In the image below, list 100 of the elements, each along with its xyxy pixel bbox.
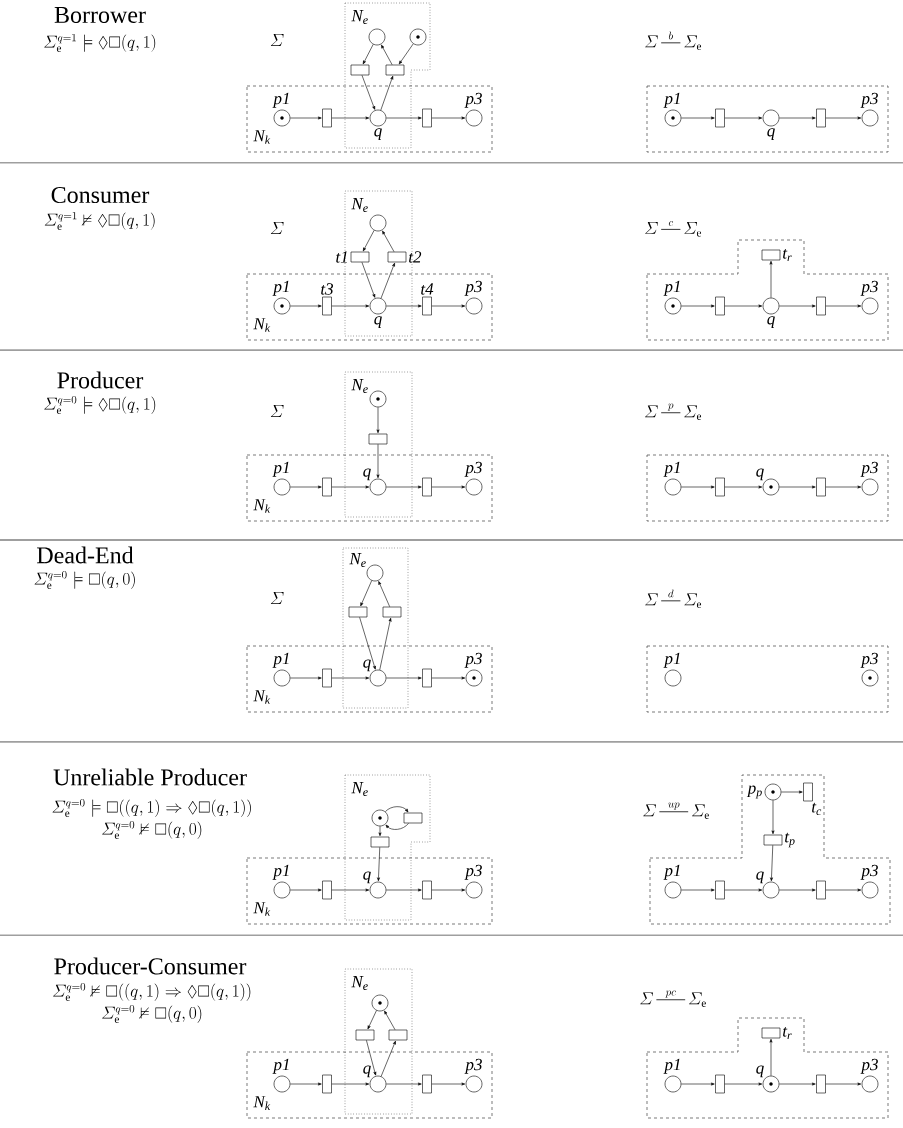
arrow	[331, 116, 370, 120]
arrow	[361, 262, 376, 298]
region-label: N$_{k}$	[253, 690, 271, 704]
place-label: p1	[663, 92, 680, 108]
transition-box	[715, 477, 725, 497]
transition-box	[322, 477, 332, 497]
place-label: q	[363, 659, 371, 672]
place-label: t4	[421, 283, 434, 295]
arrow	[431, 676, 466, 680]
place-label: p3	[860, 1058, 878, 1074]
arrow	[724, 304, 763, 308]
transition-box	[422, 477, 432, 497]
transition-box	[816, 108, 826, 128]
formula: $\varSigma$	[270, 592, 284, 604]
arrow	[379, 617, 392, 671]
arrow	[681, 1082, 715, 1086]
transition-box	[322, 1074, 332, 1094]
formula: $\varSigma\,\overset{up}{\rule[0.55ex]{1.8em}{0.8pt}}\,\varSigma_{\mathrm{e}}$	[643, 802, 709, 819]
transition-box	[816, 1074, 826, 1094]
place-label: p1	[272, 461, 289, 477]
arrow	[360, 580, 372, 607]
transition-box	[715, 1074, 725, 1094]
arrow	[386, 485, 422, 489]
arrow	[366, 1040, 377, 1076]
transition-box	[403, 812, 423, 824]
net-region	[646, 239, 889, 341]
formula: $\varSigma$	[270, 222, 284, 234]
arrow	[290, 304, 322, 308]
arrow	[769, 260, 773, 298]
transition-box	[385, 64, 405, 76]
formula: $\varSigma$	[270, 405, 284, 417]
place-label: q	[374, 316, 382, 328]
row-title: Dead-End	[37, 546, 134, 564]
arrow	[769, 1038, 773, 1076]
transition-box	[715, 108, 725, 128]
place-label: t$_{p}$	[785, 832, 795, 848]
arrow	[779, 1082, 816, 1086]
place-label: q	[374, 128, 382, 140]
arrow	[779, 485, 816, 489]
transition-box	[370, 836, 390, 848]
place-label: q	[363, 871, 371, 884]
arrow	[825, 485, 862, 489]
formula: $\varSigma_{\mathrm{e}}^{q=1} \nvDash \Diamond\Box(q,1)$	[44, 211, 155, 230]
arrow	[331, 1082, 370, 1086]
arrow	[386, 1082, 422, 1086]
arrow	[681, 116, 715, 120]
net-region	[646, 454, 889, 522]
arrow	[825, 304, 862, 308]
transition-box	[388, 1029, 408, 1041]
place-label: t2	[409, 251, 422, 263]
place-label: t1	[336, 251, 347, 263]
transition-box	[715, 296, 725, 316]
arrow	[771, 800, 775, 835]
arrow	[386, 304, 422, 308]
arrow	[779, 888, 816, 892]
arrow	[431, 116, 466, 120]
formula: $\varSigma_{\mathrm{e}}^{q=0} \models \Box((q,1) \Rightarrow \Diamond\Box(q,1))$	[52, 798, 251, 817]
region-label: N$_{k}$	[253, 318, 271, 332]
arrow	[770, 845, 774, 882]
net-region	[646, 645, 889, 713]
arrow	[384, 1010, 396, 1030]
arrow	[290, 1082, 322, 1086]
arrow	[681, 485, 715, 489]
arrow	[380, 75, 394, 111]
place-label: q	[767, 128, 775, 140]
place-label: t$_{r}$	[783, 248, 792, 262]
transition-box	[715, 880, 725, 900]
place-circle	[371, 809, 389, 827]
transition-box	[816, 296, 826, 316]
place-circle	[371, 994, 389, 1012]
place-label: p1	[663, 652, 680, 668]
place-circle	[368, 28, 386, 46]
place-label: q	[756, 468, 764, 481]
arrow	[398, 43, 414, 65]
arrow	[331, 304, 370, 308]
arrow	[724, 888, 763, 892]
place-label: p3	[464, 864, 482, 880]
formula: $\varSigma$	[270, 34, 284, 46]
transition-box	[422, 1074, 432, 1094]
arrow	[825, 1082, 862, 1086]
arrow	[779, 116, 816, 120]
arrow	[376, 444, 380, 479]
arrow	[380, 1040, 396, 1077]
place-circle	[369, 214, 387, 232]
formula: $\varSigma_{\mathrm{e}}^{q=0} \models \Diamond\Box(q,1)$	[44, 395, 156, 414]
region-label: N$_{k}$	[253, 499, 271, 513]
transition-box	[368, 433, 388, 445]
arrow	[825, 888, 862, 892]
arrow	[781, 790, 803, 794]
place-label: p3	[464, 652, 482, 668]
formula: $\varSigma_{\mathrm{e}}^{q=1} \models \Diamond\Box(q,1)$	[44, 33, 156, 52]
region-label: N$_{e}$	[351, 10, 368, 24]
arrow	[380, 262, 395, 299]
arrow	[681, 888, 715, 892]
net-region	[646, 85, 889, 153]
place-label: p3	[464, 92, 482, 108]
arrow	[386, 888, 422, 892]
arrow	[331, 485, 370, 489]
region-label: N$_{k}$	[253, 1096, 271, 1110]
arrow	[376, 407, 380, 434]
